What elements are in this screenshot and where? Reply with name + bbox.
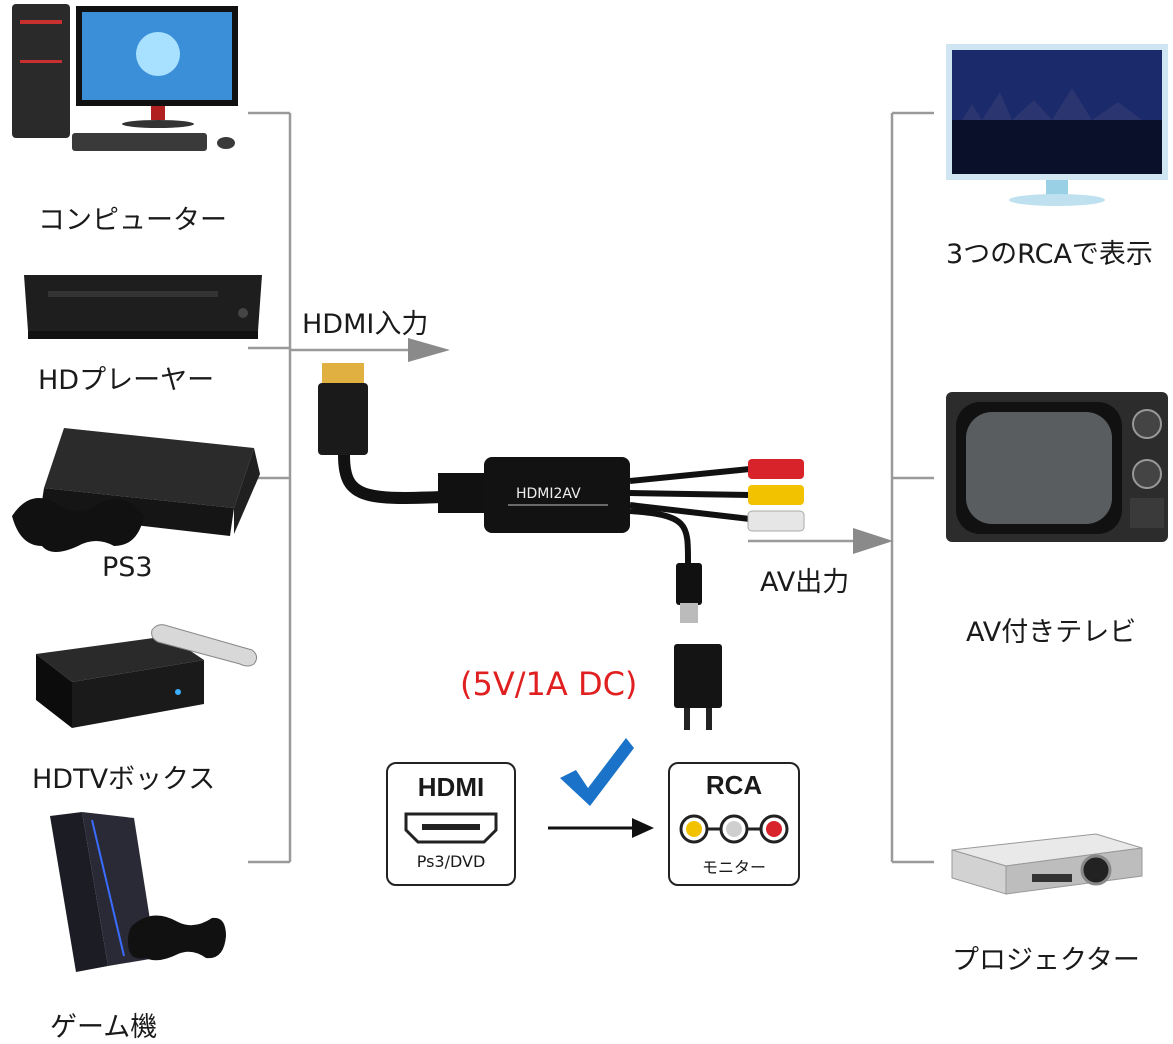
- check-mark-icon: [556, 736, 636, 808]
- output-label-monitor: 3つのRCAで表示: [946, 239, 1153, 270]
- tv-box-icon: [28, 620, 258, 732]
- hdmi-badge-caption: Ps3/DVD: [416, 852, 486, 871]
- input-label-ps3: PS3: [102, 552, 153, 583]
- input-label-hd-player: HDプレーヤー: [38, 365, 215, 396]
- usb-power-adapter-icon: [670, 640, 726, 736]
- desktop-computer-icon: [8, 0, 248, 160]
- ps3-console-icon: [4, 408, 264, 556]
- hdmi-input-arrow: [408, 338, 450, 362]
- input-label-hdtv-box: HDTVボックス: [32, 764, 216, 795]
- projector-icon: [946, 830, 1146, 900]
- hdmi2av-adapter: [310, 355, 830, 635]
- rca-badge-caption: モニター: [701, 858, 766, 877]
- rca-badge-title: RCA: [705, 770, 763, 800]
- av-output-arrow: [853, 528, 893, 554]
- hdmi-port-icon: [404, 812, 498, 844]
- rca-ports-icon: [679, 814, 789, 844]
- crt-tv-icon: [942, 388, 1172, 548]
- input-label-game-console: ゲーム機: [50, 1012, 158, 1043]
- hdmi-input-label: HDMI入力: [302, 309, 429, 340]
- blu-ray-player-icon: [18, 265, 268, 347]
- rca-badge: RCA モニター: [668, 762, 800, 886]
- output-bracket: [748, 111, 934, 864]
- hdmi-badge-title: HDMI: [417, 772, 485, 802]
- output-label-projector: プロジェクター: [952, 945, 1140, 976]
- power-label: (5V/1A DC): [460, 665, 638, 703]
- av-output-label: AV出力: [760, 567, 850, 598]
- convert-arrow: [548, 818, 654, 838]
- input-label-computer: コンピューター: [38, 205, 227, 236]
- lcd-monitor-icon: [942, 40, 1172, 210]
- ps4-console-icon: [38, 806, 228, 978]
- output-label-tv: AV付きテレビ: [966, 617, 1137, 648]
- adapter-label: HDMI2AV: [516, 486, 581, 502]
- hdmi-badge: HDMI Ps3/DVD: [386, 762, 516, 886]
